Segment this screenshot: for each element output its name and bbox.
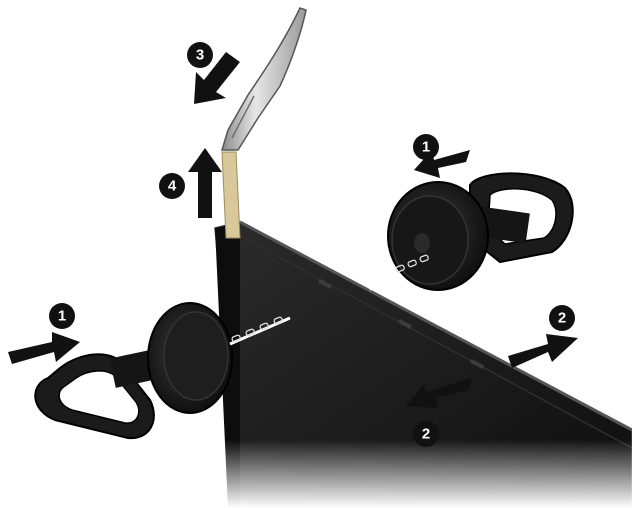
callout-3: 3 (187, 42, 213, 68)
arrow-up-right-icon (508, 334, 578, 368)
arrow-right-icon (8, 332, 80, 364)
arrow-up-icon (188, 148, 222, 218)
callout-2-bottom-number: 2 (422, 426, 430, 443)
suction-cup-right (388, 173, 573, 290)
callout-1-right-number: 1 (422, 139, 430, 156)
callout-4-number: 4 (168, 178, 177, 195)
callout-2-bottom: 2 (413, 421, 439, 447)
callout-1-right: 1 (413, 134, 439, 160)
callout-1-left: 1 (49, 303, 75, 329)
callout-4: 4 (159, 173, 185, 199)
callout-2-right-number: 2 (558, 310, 566, 327)
callout-3-number: 3 (196, 47, 204, 64)
tweezers-tool (222, 8, 306, 150)
callout-1-left-number: 1 (58, 308, 66, 325)
callout-2-right: 2 (549, 305, 575, 331)
